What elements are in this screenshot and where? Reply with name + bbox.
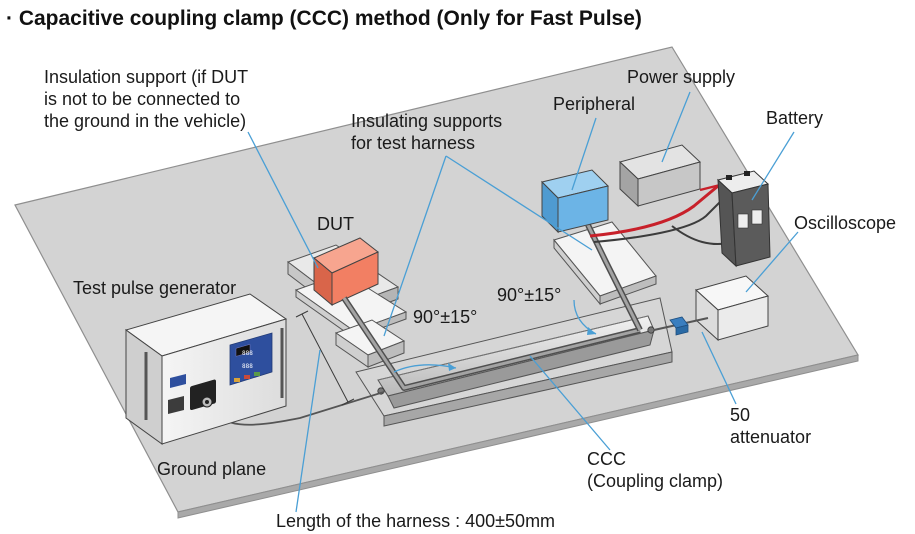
label-ccc-line1: CCC <box>587 449 626 469</box>
leader-lines <box>247 91 799 513</box>
angle-arcs <box>393 299 597 373</box>
label-power-supply: Power supply <box>627 67 735 87</box>
label-ground-plane: Ground plane <box>157 459 266 479</box>
label-peripheral: Peripheral <box>553 94 635 114</box>
label-insulation-support-line2: is not to be connected to <box>44 89 240 109</box>
power-supply-box <box>619 144 701 208</box>
label-attenuator-line2: attenuator <box>730 427 811 447</box>
label-angle-left: 90°±15° <box>413 307 477 327</box>
labels: Insulation support (if DUT is not to be … <box>44 67 896 531</box>
label-harness-length: Length of the harness : 400±50mm <box>276 511 555 531</box>
peripheral-box <box>541 169 609 234</box>
label-insulation-support-line3: the ground in the vehicle) <box>44 111 246 131</box>
generator-display-bottom: 888 <box>242 363 253 370</box>
test-harness <box>341 223 643 391</box>
battery <box>716 170 771 268</box>
label-insulating-supports-line2: for test harness <box>351 133 475 153</box>
supply-wiring <box>589 182 741 245</box>
label-ccc-line2: (Coupling clamp) <box>587 471 723 491</box>
oscilloscope-box <box>694 275 770 342</box>
harness-length-dimension <box>295 310 355 406</box>
label-test-pulse-generator: Test pulse generator <box>73 278 236 298</box>
generator-display-top: 888 <box>242 350 253 357</box>
label-insulation-support-line1: Insulation support (if DUT <box>44 67 248 87</box>
test-pulse-generator: 888 888 <box>124 293 288 445</box>
label-angle-right: 90°±15° <box>497 285 561 305</box>
label-dut: DUT <box>317 214 354 234</box>
label-battery: Battery <box>766 108 823 128</box>
diagram-title: · Capacitive coupling clamp (CCC) method… <box>6 7 642 30</box>
label-insulating-supports-line1: Insulating supports <box>351 111 502 131</box>
dut-box <box>313 237 379 307</box>
label-oscilloscope: Oscilloscope <box>794 213 896 233</box>
label-attenuator-line1: 50 <box>730 405 750 425</box>
attenuator <box>653 316 709 336</box>
